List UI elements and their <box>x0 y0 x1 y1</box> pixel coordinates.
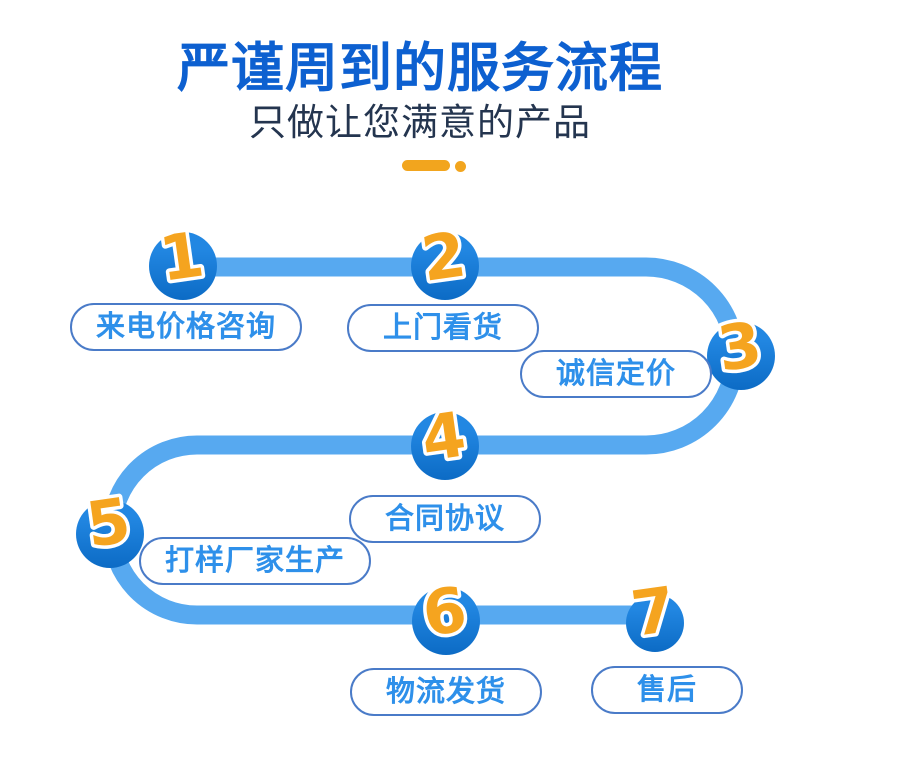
step-2-label-pill: 上门看货 <box>346 304 540 352</box>
step-4-number: 4 <box>417 397 470 475</box>
step-3-circle <box>707 322 775 390</box>
step-5-label-pill: 打样厂家生产 <box>138 537 372 585</box>
step-5-circle <box>76 500 144 568</box>
page-title: 严谨周到的服务流程 <box>177 39 663 98</box>
divider-dot <box>455 161 466 172</box>
step-6-circle <box>412 587 480 655</box>
page-subtitle: 只做让您满意的产品 <box>249 102 591 143</box>
step-1-circle <box>149 232 217 300</box>
step-4-label-pill: 合同协议 <box>348 495 542 543</box>
step-2-number: 2 <box>417 217 470 295</box>
step-3-label-pill: 诚信定价 <box>519 350 713 398</box>
step-1-number: 1 <box>155 217 208 295</box>
step-2-circle <box>411 232 479 300</box>
step-7-number: 7 <box>627 572 680 650</box>
step-7-label-pill: 售后 <box>590 666 744 714</box>
step-6-label-pill: 物流发货 <box>349 668 543 716</box>
step-1-label-pill: 来电价格咨询 <box>69 303 303 351</box>
divider-bar <box>402 160 450 171</box>
step-7-circle <box>626 594 684 652</box>
step-3-number: 3 <box>713 307 766 385</box>
step-6-number: 6 <box>418 572 471 650</box>
step-4-circle <box>411 412 479 480</box>
